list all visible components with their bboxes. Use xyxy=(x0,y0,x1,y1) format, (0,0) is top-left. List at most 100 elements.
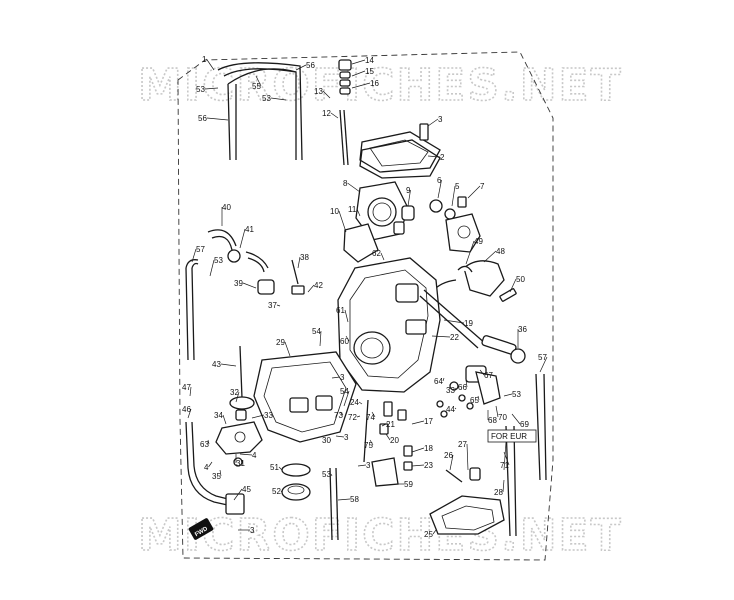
leader-line-53-4 xyxy=(330,473,333,477)
part-number-11: 11 xyxy=(348,205,357,214)
leader-line-56-1 xyxy=(295,64,307,71)
part-number-12: 12 xyxy=(322,109,331,118)
part-number-20: 20 xyxy=(390,436,399,445)
throttle-body xyxy=(343,181,415,263)
throttle-lever-assembly xyxy=(419,123,481,253)
part-number-69: 69 xyxy=(520,420,529,429)
leader-line-44 xyxy=(454,407,457,410)
leader-line-29 xyxy=(284,341,291,357)
jets-and-fittings xyxy=(363,399,413,487)
part-number-19: 19 xyxy=(464,319,473,328)
cable-holder xyxy=(429,425,517,537)
float-bowl xyxy=(253,351,357,443)
part-number-16: 16 xyxy=(370,79,379,88)
for-eur-callout: FOR EUR xyxy=(487,429,537,471)
leader-line-3-1 xyxy=(427,118,439,127)
part-number-25: 25 xyxy=(424,530,433,539)
part-number-9: 9 xyxy=(406,186,411,195)
part-number-44: 44 xyxy=(446,405,455,414)
leader-line-13 xyxy=(322,90,331,99)
part-number-65: 65 xyxy=(470,396,479,405)
leader-line-34 xyxy=(222,414,227,425)
leader-line-62 xyxy=(380,252,385,261)
leader-line-53-2 xyxy=(270,97,287,101)
part-number-32: 32 xyxy=(230,388,239,397)
leader-line-33-1 xyxy=(251,414,265,419)
top-cover xyxy=(359,131,441,179)
leader-line-27 xyxy=(466,443,469,471)
leader-line-18 xyxy=(411,447,425,453)
part-number-70: 70 xyxy=(498,413,507,422)
part-number-42: 42 xyxy=(314,281,323,290)
leader-line-6 xyxy=(437,179,442,199)
part-number-71: 71 xyxy=(500,461,509,470)
leader-line-73 xyxy=(339,411,344,416)
float-assembly xyxy=(215,421,263,467)
part-number-54-1: 54 xyxy=(312,327,321,336)
part-number-10: 10 xyxy=(330,207,339,216)
leader-line-63 xyxy=(207,439,210,445)
hot-start-plunger xyxy=(207,229,305,295)
leader-line-11 xyxy=(356,208,361,217)
part-number-59: 59 xyxy=(404,480,413,489)
leader-line-53-3 xyxy=(209,259,215,277)
part-number-60: 60 xyxy=(340,337,349,346)
bowl-drain-plug xyxy=(281,463,339,541)
part-number-30: 30 xyxy=(322,436,331,445)
leader-line-55 xyxy=(255,75,262,87)
leader-line-33-2 xyxy=(454,387,457,391)
part-number-4-1: 4 xyxy=(252,451,257,460)
leader-line-21 xyxy=(381,423,387,427)
leader-line-4-2 xyxy=(208,461,213,468)
leader-line-58 xyxy=(337,498,351,501)
part-number-75: 75 xyxy=(364,441,373,450)
throttle-position-sensor xyxy=(431,260,517,302)
leader-line-53-1 xyxy=(204,87,219,90)
accelerator-pump xyxy=(481,335,526,364)
part-number-53-3: 53 xyxy=(214,256,223,265)
part-number-53-4: 53 xyxy=(322,470,331,479)
part-number-72: 72 xyxy=(348,413,357,422)
leader-line-50 xyxy=(509,278,517,293)
part-number-50: 50 xyxy=(516,275,525,284)
leader-line-3-5 xyxy=(335,435,345,438)
part-number-52: 52 xyxy=(272,487,281,496)
part-number-33-1: 33 xyxy=(264,411,273,420)
vent-hoses xyxy=(217,62,303,161)
part-number-56-2: 56 xyxy=(198,114,207,123)
leader-line-48 xyxy=(483,250,497,263)
part-number-14: 14 xyxy=(365,56,374,65)
leader-line-56-2 xyxy=(206,117,229,121)
leader-line-2 xyxy=(427,155,441,158)
leader-line-3-4 xyxy=(357,464,367,467)
part-number-49: 49 xyxy=(474,237,483,246)
part-number-34: 34 xyxy=(214,411,223,420)
leader-line-37 xyxy=(276,304,281,307)
part-number-57-2: 57 xyxy=(538,353,547,362)
leader-line-42 xyxy=(307,284,315,293)
part-number-2: 2 xyxy=(440,153,445,162)
leader-line-74 xyxy=(371,411,376,418)
part-number-17: 17 xyxy=(424,417,433,426)
for-eur-label: FOR EUR xyxy=(491,432,527,441)
leader-line-22 xyxy=(431,335,451,338)
leader-line-24 xyxy=(358,401,363,405)
part-number-31: 31 xyxy=(236,459,245,468)
leader-line-69 xyxy=(511,413,521,425)
part-number-54-2: 54 xyxy=(340,387,349,396)
part-number-4-2: 4 xyxy=(204,463,209,472)
leader-line-65 xyxy=(477,395,480,401)
part-number-3-3: 3 xyxy=(250,526,255,535)
part-number-63: 63 xyxy=(200,440,209,449)
part-number-53-1: 53 xyxy=(196,85,205,94)
part-number-46: 46 xyxy=(182,405,191,414)
part-number-43: 43 xyxy=(212,360,221,369)
part-number-66: 66 xyxy=(458,383,467,392)
leader-line-28 xyxy=(502,479,505,493)
leader-line-39 xyxy=(242,282,257,289)
leader-line-20 xyxy=(385,433,391,441)
part-number-23: 23 xyxy=(424,461,433,470)
part-number-5: 5 xyxy=(455,182,460,191)
